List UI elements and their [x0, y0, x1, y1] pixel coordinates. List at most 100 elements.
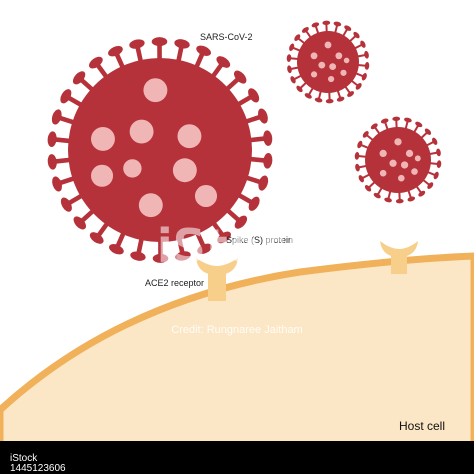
spike-head [248, 196, 260, 211]
virus-spot [394, 138, 402, 146]
spike-head [287, 65, 292, 74]
spike-head [433, 171, 439, 180]
spike-head [216, 56, 231, 68]
virus-spot [328, 75, 335, 83]
virus-spot [335, 52, 343, 60]
watermark-logo: iStock [157, 219, 319, 273]
virus-spot [340, 69, 347, 76]
spike-head [47, 154, 57, 170]
virus-spot [343, 57, 350, 64]
spike-head [360, 40, 366, 48]
spike-head [325, 98, 334, 104]
spike-head [60, 89, 72, 104]
footer-id: 1445123606 [10, 463, 66, 474]
spike-head [424, 128, 432, 135]
virus-spot [143, 78, 168, 103]
spike-head [361, 73, 367, 81]
host-cell-body [0, 252, 474, 474]
watermark-credit: Credit: Rungnaree Jaitham [171, 324, 302, 336]
virus-spot [123, 159, 142, 178]
spike-head [286, 54, 292, 62]
virus-small-right [354, 116, 442, 204]
virus-spot [138, 193, 163, 218]
spike-head [174, 39, 190, 49]
spike-head [47, 131, 57, 147]
virus-spot [379, 169, 387, 177]
virus-spot [177, 124, 202, 149]
spike-head [72, 71, 86, 85]
spike-head [248, 88, 260, 103]
spike-label: Spike (S) protein [226, 235, 293, 245]
spike-head [392, 116, 401, 122]
spike-head [130, 251, 146, 261]
spike-head [89, 232, 104, 244]
spike-head [436, 148, 441, 157]
spike-head [362, 131, 369, 138]
virus-spot [411, 168, 418, 175]
virus-spot [389, 159, 397, 167]
spike-head [322, 20, 331, 26]
spike-head [344, 25, 352, 31]
spike-head [217, 231, 231, 244]
spike-head [358, 175, 364, 183]
spike-head [258, 108, 268, 124]
virus-label: SARS-CoV-2 [200, 32, 253, 42]
virus-spot [329, 63, 337, 71]
virus-body [365, 127, 431, 193]
spike-head [364, 62, 370, 70]
spike-head [60, 197, 72, 212]
ace2-label: ACE2 receptor [145, 278, 204, 288]
spike-head [51, 109, 62, 125]
spike-head [108, 45, 123, 57]
virus-spot [91, 127, 115, 151]
virus-spot [310, 71, 318, 78]
spike-head [89, 56, 103, 69]
spike-head [355, 83, 362, 90]
spike-head [151, 37, 168, 47]
spike-head [418, 190, 426, 197]
spike-head [52, 176, 62, 192]
spike-head [311, 22, 320, 28]
footer-brand: iStock [10, 453, 38, 464]
spike-head [152, 253, 169, 263]
ace2-receptor-left [196, 258, 238, 301]
virus-large [47, 37, 273, 263]
spike-head [196, 45, 211, 56]
spike-head [233, 70, 247, 84]
spike-head [370, 123, 378, 130]
spike-head [404, 117, 412, 123]
virus-spot [405, 149, 414, 158]
virus-spot [400, 161, 409, 169]
spike-head [353, 31, 360, 39]
spike-head [373, 192, 381, 199]
spike-head [109, 244, 124, 255]
virus-spot [310, 52, 318, 60]
virus-spot [324, 41, 332, 49]
spike-head [175, 251, 191, 261]
spike-head [129, 39, 145, 49]
virus-spot [172, 158, 197, 183]
spike-head [380, 118, 389, 124]
spike-head [301, 27, 309, 33]
spike-head [333, 21, 342, 27]
spike-head [197, 243, 212, 255]
spike-head [263, 153, 273, 169]
virus-small-top [286, 20, 370, 104]
spike-head [395, 198, 404, 204]
virus-body [297, 31, 359, 93]
spike-head [364, 185, 372, 192]
spike-head [336, 96, 345, 102]
spike-head [314, 97, 323, 103]
spike-head [294, 34, 301, 41]
spike-head [304, 93, 312, 99]
spike-head [234, 215, 248, 229]
virus-spot [91, 164, 114, 187]
virus-spot [398, 174, 405, 182]
spike-head [407, 196, 416, 202]
spike-head [73, 216, 87, 230]
spike-head [289, 43, 295, 51]
spike-head [354, 151, 360, 160]
spike-head [296, 85, 303, 93]
